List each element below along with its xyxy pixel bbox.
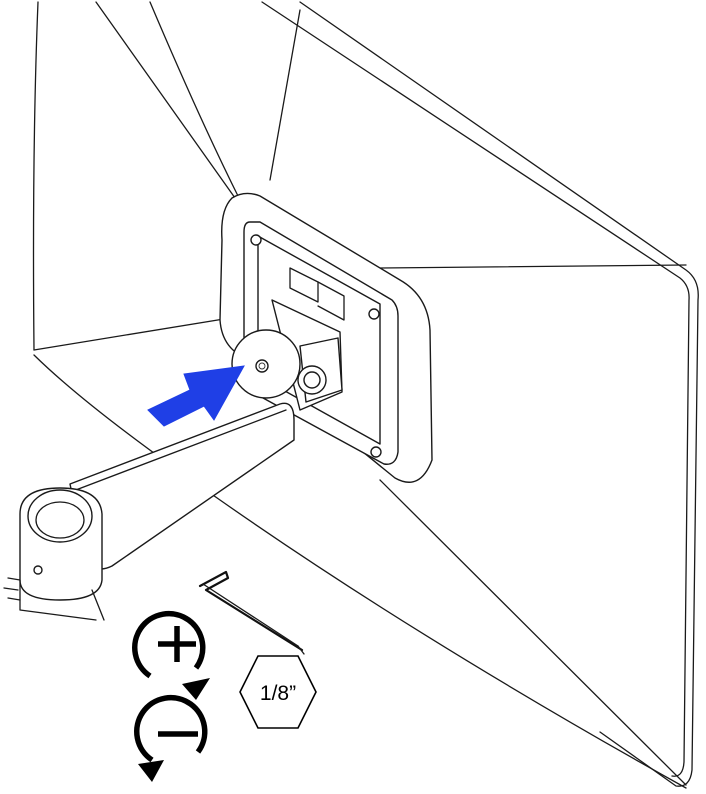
- blue-arrow-icon: [147, 365, 245, 427]
- hex-key-icon: [198, 570, 305, 655]
- monitor-back: [32, 1, 699, 789]
- monitor-arm: [3, 402, 295, 621]
- tilt-joint: [231, 299, 343, 411]
- rotate-counterclockwise-minus-icon: [134, 694, 208, 782]
- hex-size-badge: 1/8”: [239, 655, 317, 729]
- hex-size-label: 1/8”: [260, 682, 296, 705]
- rotate-clockwise-plus-icon: [132, 610, 210, 700]
